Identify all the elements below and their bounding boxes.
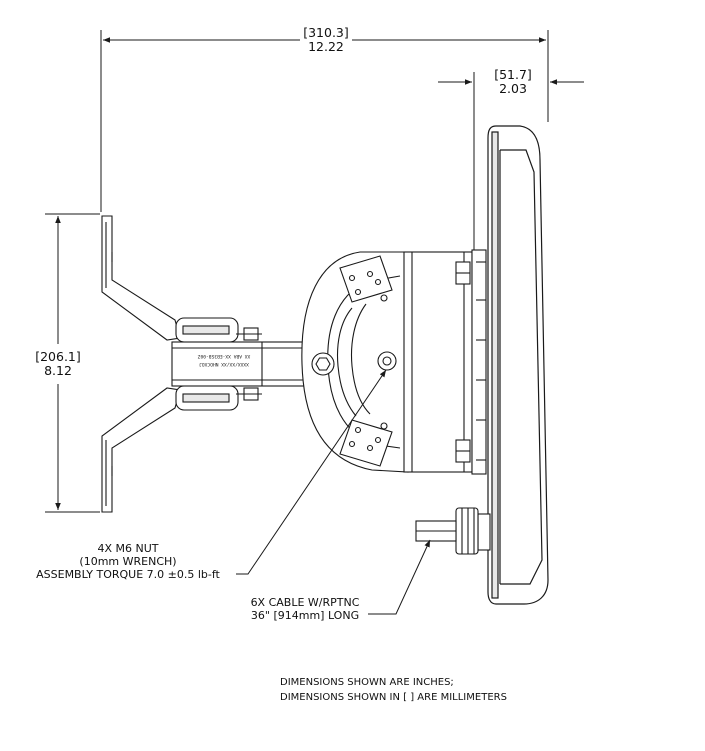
arm-engraving-line2: XX ABA XX-EB3SB-00Z [197,353,251,358]
nut-callout-line2: (10mm WRENCH) [79,555,177,568]
dimension-antenna-depth [438,72,584,250]
clamp-height-in: 8.12 [44,363,72,378]
arm-engraving-line1: XXXX/XX/XX NHOCXOJ [199,361,249,366]
dimension-clamp-height [45,213,100,513]
antenna-mount-plate [403,249,487,475]
antenna-depth-in: 2.03 [499,81,527,96]
tilt-bracket [301,251,409,473]
overall-width-mm: [310.3] [303,25,349,40]
dimension-notes-line2: DIMENSIONS SHOWN IN [ ] ARE MILLIMETERS [280,692,507,703]
dimension-overall-width [100,30,549,212]
leader-nut [236,369,387,575]
overall-width-label: [310.3] 12.22 [292,26,360,54]
mount-arm [171,341,313,387]
leader-cable [368,539,431,615]
cable-gland [415,507,491,555]
antenna-body [487,125,549,605]
overall-width-in: 12.22 [308,39,344,54]
pole-clamp [101,215,262,513]
nut-callout-line3: ASSEMBLY TORQUE 7.0 ±0.5 lb-ft [36,568,220,581]
antenna-depth-mm: [51.7] [494,67,532,82]
dimension-notes: DIMENSIONS SHOWN ARE INCHES; DIMENSIONS … [280,675,540,705]
nut-callout: 4X M6 NUT (10mm WRENCH) ASSEMBLY TORQUE … [18,542,238,581]
nut-callout-line1: 4X M6 NUT [97,542,159,555]
clamp-height-mm: [206.1] [35,349,81,364]
cable-callout-line1: 6X CABLE W/RPTNC [250,596,360,609]
antenna-depth-label: [51.7] 2.03 [484,68,542,96]
cable-callout: 6X CABLE W/RPTNC 36" [914mm] LONG [240,596,370,622]
dimension-notes-line1: DIMENSIONS SHOWN ARE INCHES; [280,677,454,688]
arm-engraving: XXXX/XX/XX NHOCXOJ XX ABA XX-EB3SB-00Z [190,351,258,367]
clamp-height-label: [206.1] 8.12 [28,350,88,378]
cable-callout-line2: 36" [914mm] LONG [250,609,360,622]
